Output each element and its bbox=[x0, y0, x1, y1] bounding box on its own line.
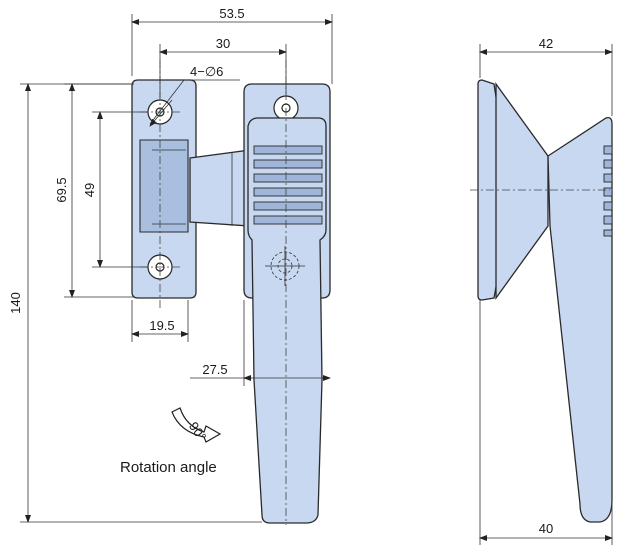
dim-top-depth-label: 42 bbox=[539, 36, 553, 51]
dim-base-width: 19.5 bbox=[131, 300, 189, 342]
dim-offset: 27.5 bbox=[190, 300, 331, 386]
dim-hole-pitch: 49 bbox=[82, 111, 148, 268]
dim-bottom-depth: 40 bbox=[479, 300, 613, 545]
rotation-indicator: 90° Rotation angle bbox=[120, 407, 222, 476]
front-view: 53.5 30 4−∅6 140 69.5 bbox=[8, 6, 333, 525]
dim-overall-height-label: 140 bbox=[8, 292, 23, 314]
mounting-base bbox=[131, 79, 197, 299]
rotation-arrow-icon bbox=[171, 407, 222, 443]
dim-offset-label: 27.5 bbox=[202, 362, 227, 377]
rotation-caption: Rotation angle bbox=[120, 459, 217, 476]
pivot-shaft bbox=[189, 149, 251, 227]
dim-mount-height-label: 69.5 bbox=[54, 177, 69, 202]
dim-hole-callout-label: 4−∅6 bbox=[190, 64, 223, 79]
side-grip-teeth bbox=[603, 145, 613, 237]
dim-hole-callout: 4−∅6 bbox=[149, 64, 240, 127]
dim-hole-spacing-label: 30 bbox=[216, 36, 230, 51]
dim-top-depth: 42 bbox=[479, 36, 613, 116]
dim-overall-width-label: 53.5 bbox=[219, 6, 244, 21]
dim-hole-pitch-label: 49 bbox=[82, 183, 97, 197]
dim-base-width-label: 19.5 bbox=[149, 318, 174, 333]
dim-hole-spacing: 30 bbox=[159, 36, 287, 98]
dim-mount-height: 69.5 bbox=[54, 83, 134, 298]
handle-lever bbox=[247, 117, 327, 524]
dim-bottom-depth-label: 40 bbox=[539, 521, 553, 536]
side-view: 42 40 bbox=[470, 36, 613, 545]
dim-overall-width: 53.5 bbox=[131, 6, 333, 84]
